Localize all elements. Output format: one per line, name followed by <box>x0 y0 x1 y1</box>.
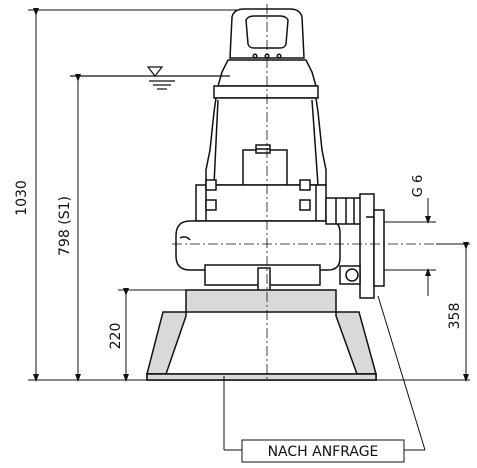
overall-height-label: 1030 <box>14 180 30 216</box>
water-level-height-label: 798 (S1) <box>57 196 73 256</box>
base-height-label: 220 <box>108 323 124 350</box>
dimension-lines <box>28 8 470 382</box>
outlet-height-label: 358 <box>447 303 463 330</box>
note-label: NACH ANFRAGE <box>268 444 379 460</box>
motor-housing <box>205 59 327 186</box>
note-box: NACH ANFRAGE <box>241 439 405 463</box>
center-lines <box>172 4 436 380</box>
pump-volute <box>175 179 341 293</box>
triangle-down-icon <box>146 66 164 77</box>
outlet-size-label: G 6 <box>411 175 426 197</box>
note-leader-lines <box>223 295 426 451</box>
pump-stand <box>146 289 377 381</box>
water-level-marker <box>70 66 230 90</box>
lifting-handle <box>229 8 305 59</box>
discharge-flange <box>325 193 385 299</box>
